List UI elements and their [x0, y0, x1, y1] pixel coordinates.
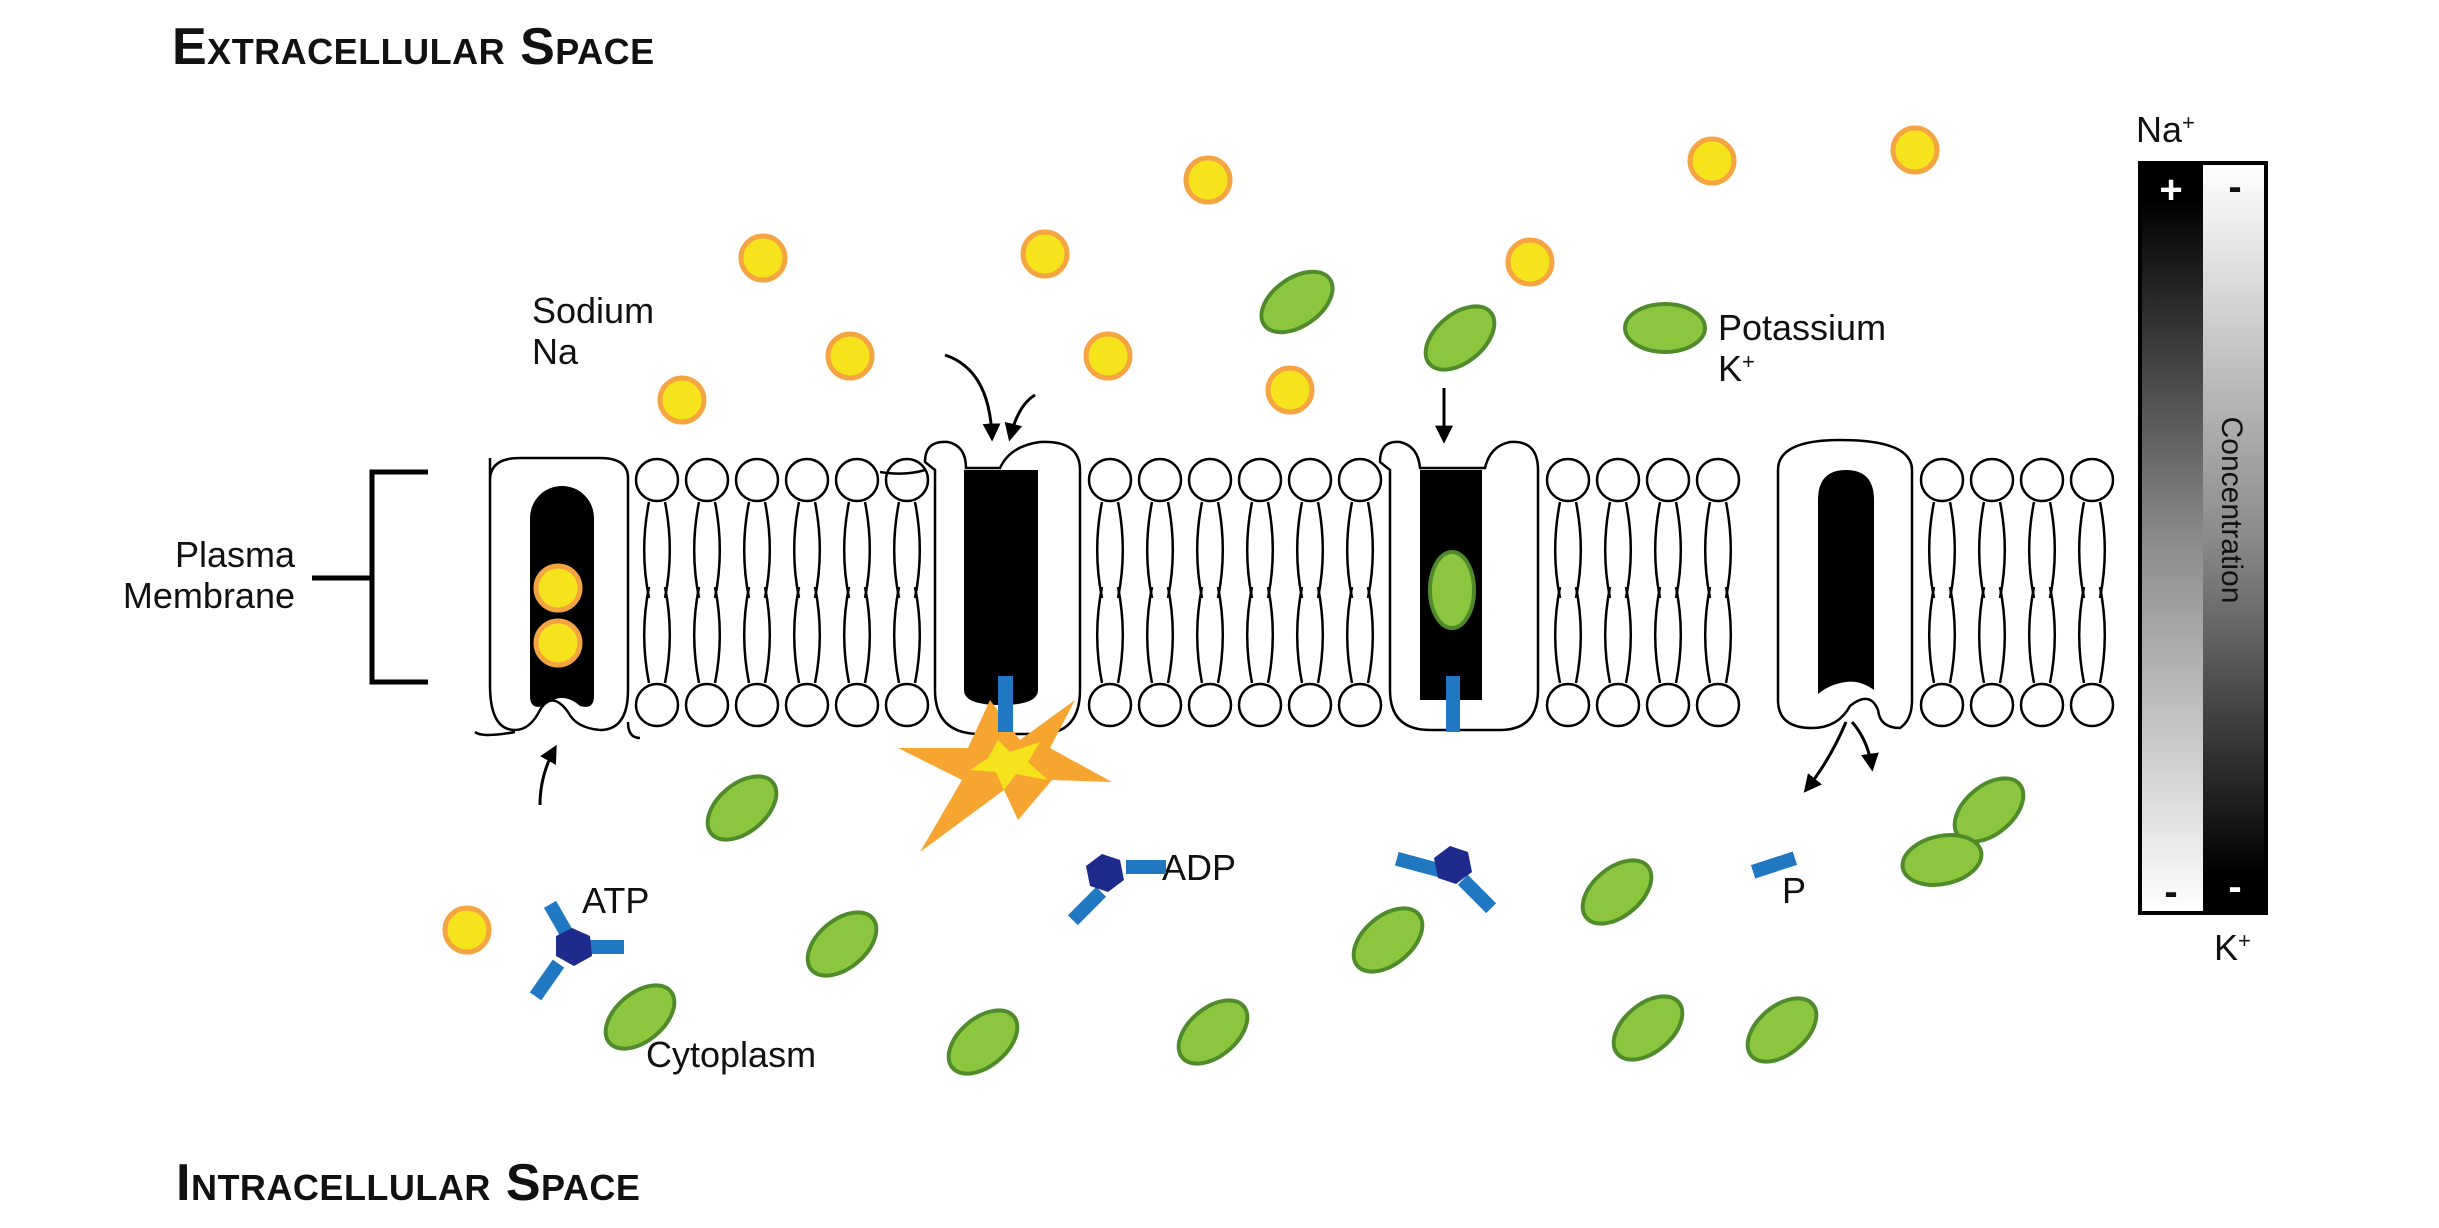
phospholipid — [884, 457, 930, 728]
atp-molecule-icon — [529, 900, 624, 1001]
potassium-symbol-label: K+ — [1718, 348, 1755, 389]
potassium-ion-icon — [1580, 858, 1654, 926]
sodium-ion-icon — [657, 375, 707, 425]
phospholipid — [2019, 457, 2065, 728]
potassium-ion-icon — [1259, 269, 1335, 335]
intracellular-space-title: Intracellular Space — [176, 1154, 640, 1212]
na-low-sign: - — [2164, 870, 2177, 914]
phospholipid — [1969, 457, 2015, 728]
k-high-sign: - — [2228, 865, 2241, 909]
potassium-ion-icon — [1428, 550, 1476, 630]
potassium-ion-icon — [1745, 996, 1819, 1064]
membrane-label: Membrane — [123, 575, 295, 616]
pump-releasing-potassium — [1776, 438, 1914, 730]
sodium-ion-icon — [738, 233, 788, 283]
phospholipid — [634, 457, 680, 728]
phosphate-icon — [1750, 851, 1798, 879]
sodium-ion-icon — [533, 618, 583, 668]
plasma-label: Plasma — [175, 534, 296, 575]
sodium-ion-icon — [442, 905, 492, 955]
sodium-label: Sodium — [532, 290, 654, 331]
ions-layer — [442, 125, 2026, 1076]
potassium-ion-icon — [1623, 302, 1707, 354]
sodium-ion-icon — [1687, 136, 1737, 186]
potassium-ion-icon — [1611, 994, 1685, 1062]
sodium-symbol-label: Na — [532, 331, 579, 372]
potassium-ion-icon — [603, 983, 677, 1051]
cytoplasm-label: Cytoplasm — [646, 1034, 816, 1075]
potassium-label: Potassium — [1718, 307, 1886, 348]
sodium-ion-icon — [1890, 125, 1940, 175]
na-gradient-label: Na+ — [2136, 109, 2195, 150]
phospholipid — [1595, 457, 1641, 728]
membrane-bracket — [312, 469, 428, 685]
potassium-ion-icon — [1351, 906, 1425, 974]
phospholipid — [1137, 457, 1183, 728]
lipid-bilayer — [634, 457, 2115, 728]
arrow-icon — [538, 353, 1879, 806]
extracellular-space-title: Extracellular Space — [172, 18, 655, 76]
energy-burst-icon — [898, 700, 1112, 852]
sodium-ion-icon — [825, 331, 875, 381]
sodium-ion-icon — [1265, 365, 1315, 415]
phosphate-label: P — [1782, 870, 1806, 911]
phospholipid — [784, 457, 830, 728]
phospholipid — [734, 457, 780, 728]
phospholipid — [1337, 457, 1383, 728]
pump-potassium-bound — [1378, 440, 1540, 732]
potassium-ion-icon — [1900, 833, 1984, 887]
potassium-ion-icon — [946, 1008, 1020, 1076]
pump-sodium-bound — [474, 456, 641, 740]
atp-label: ATP — [582, 880, 649, 921]
potassium-ion-icon — [705, 774, 779, 842]
k-low-sign: - — [2228, 165, 2241, 209]
concentration-label: Concentration — [2215, 417, 2248, 604]
phospholipid — [2069, 457, 2115, 728]
na-high-sign: + — [2159, 168, 2182, 212]
phospholipid — [834, 457, 880, 728]
phospholipid — [1645, 457, 1691, 728]
pump-phosphorylated — [879, 440, 1082, 736]
phospholipid — [1187, 457, 1233, 728]
phospholipid — [1695, 457, 1741, 728]
phospholipid — [1087, 457, 1133, 728]
phospholipid — [1287, 457, 1333, 728]
phospholipid — [1237, 457, 1283, 728]
phospholipid — [684, 457, 730, 728]
phospholipid — [1545, 457, 1591, 728]
phospholipid — [1919, 457, 1965, 728]
sodium-ion-icon — [1020, 229, 1070, 279]
potassium-ion-icon — [1176, 998, 1250, 1066]
potassium-ion-icon — [805, 910, 879, 978]
adp-molecule-icon — [1067, 854, 1166, 926]
sodium-ion-icon — [1083, 331, 1133, 381]
phosphate-bound-icon — [998, 676, 1013, 732]
concentration-gradient-bar: + - - - Concentration Na+ K+ — [2136, 109, 2268, 968]
sodium-ion-icon — [533, 563, 583, 613]
k-gradient-label: K+ — [2214, 927, 2251, 968]
sodium-ion-icon — [1505, 237, 1555, 287]
adp-molecule-icon — [1395, 846, 1497, 914]
adp-label: ADP — [1162, 847, 1236, 888]
sodium-ion-icon — [1183, 155, 1233, 205]
potassium-ion-icon — [1423, 304, 1497, 372]
